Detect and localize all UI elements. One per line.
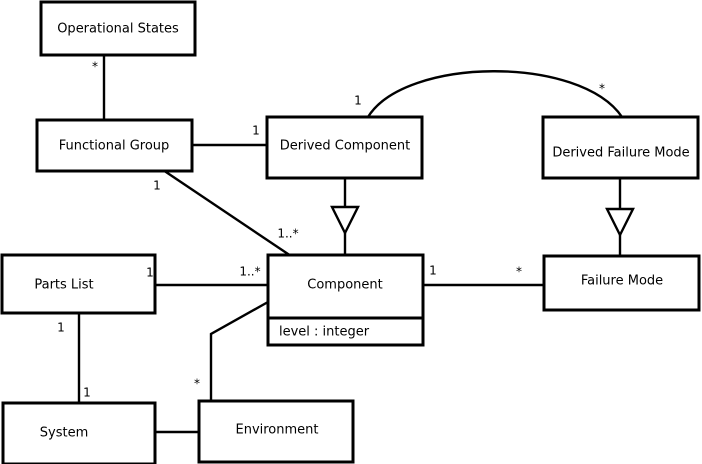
multiplicity-label-operational-states: * bbox=[92, 60, 98, 74]
class-name-label: Parts List bbox=[34, 278, 93, 293]
multiplicity-label-parts-list-bottom: 1 bbox=[57, 321, 65, 335]
class-box-parts-list[interactable]: Parts List bbox=[0, 253, 157, 315]
multiplicity-label-component-right: 1 bbox=[429, 264, 437, 278]
class-name-label: Operational States bbox=[57, 22, 179, 37]
class-box-rect[interactable] bbox=[266, 253, 425, 320]
class-box-rect[interactable] bbox=[542, 254, 701, 312]
class-box-failure-mode[interactable]: Failure Mode bbox=[542, 254, 701, 312]
class-box-rect[interactable] bbox=[197, 399, 355, 464]
multiplicity-label-arc-source: 1 bbox=[354, 94, 362, 108]
class-box-derived-component[interactable]: Derived Component bbox=[265, 115, 424, 180]
class-name-label: System bbox=[40, 426, 88, 441]
inheritance-triangle-icon-derived-component bbox=[330, 205, 360, 236]
multiplicity-label-arc-target: * bbox=[599, 82, 605, 96]
class-box-derived-failure-mode[interactable]: Derived Failure Mode bbox=[541, 115, 700, 180]
class-attribute-label: level : integer bbox=[279, 325, 370, 340]
multiplicity-label-functional-group-down: 1 bbox=[153, 179, 161, 193]
multiplicity-label-derived-component-left: 1 bbox=[252, 124, 260, 138]
class-name-label: Derived Failure Mode bbox=[552, 146, 689, 161]
association-layer bbox=[77, 55, 623, 434]
class-attributes-compartment[interactable] bbox=[266, 316, 425, 347]
multiplicity-label-component-left: 1..* bbox=[239, 265, 260, 279]
class-name-label: Derived Component bbox=[280, 139, 411, 154]
class-box-rect[interactable] bbox=[0, 253, 157, 315]
association-component-environment[interactable] bbox=[209, 300, 269, 401]
multiplicity-label-failure-mode-left: * bbox=[516, 265, 522, 279]
class-box-environment[interactable]: Environment bbox=[197, 399, 355, 464]
class-name-label: Failure Mode bbox=[581, 274, 663, 289]
class-name-label: Component bbox=[307, 278, 382, 293]
association-functional-group-component[interactable] bbox=[162, 169, 292, 257]
multiplicity-layer: * 1 1 1..* 1 * 1 1..* 1 1 1 * * bbox=[57, 60, 605, 400]
class-box-rect[interactable] bbox=[541, 115, 700, 180]
class-name-label: Functional Group bbox=[59, 139, 170, 154]
class-box-rect[interactable] bbox=[35, 118, 194, 173]
class-box-system[interactable]: System bbox=[1, 401, 157, 464]
class-name-label: Environment bbox=[235, 423, 318, 438]
class-box-functional-group[interactable]: Functional Group bbox=[35, 118, 194, 173]
class-box-component[interactable]: Component level : integer bbox=[266, 253, 425, 347]
class-box-operational-states[interactable]: Operational States bbox=[39, 0, 197, 57]
inheritance-triangle-icon-derived-failure-mode bbox=[605, 207, 635, 238]
multiplicity-label-system-top: 1 bbox=[83, 386, 91, 400]
generalization-layer bbox=[330, 178, 635, 256]
class-box-rect[interactable] bbox=[265, 115, 424, 180]
multiplicity-label-environment-top: * bbox=[194, 377, 200, 391]
multiplicity-label-parts-list-right: 1 bbox=[146, 266, 154, 280]
class-box-rect[interactable] bbox=[39, 0, 197, 57]
class-box-rect[interactable] bbox=[1, 401, 157, 464]
association-derived-component-derived-failure-mode[interactable] bbox=[366, 70, 623, 118]
multiplicity-label-component-upleft: 1..* bbox=[277, 227, 298, 241]
